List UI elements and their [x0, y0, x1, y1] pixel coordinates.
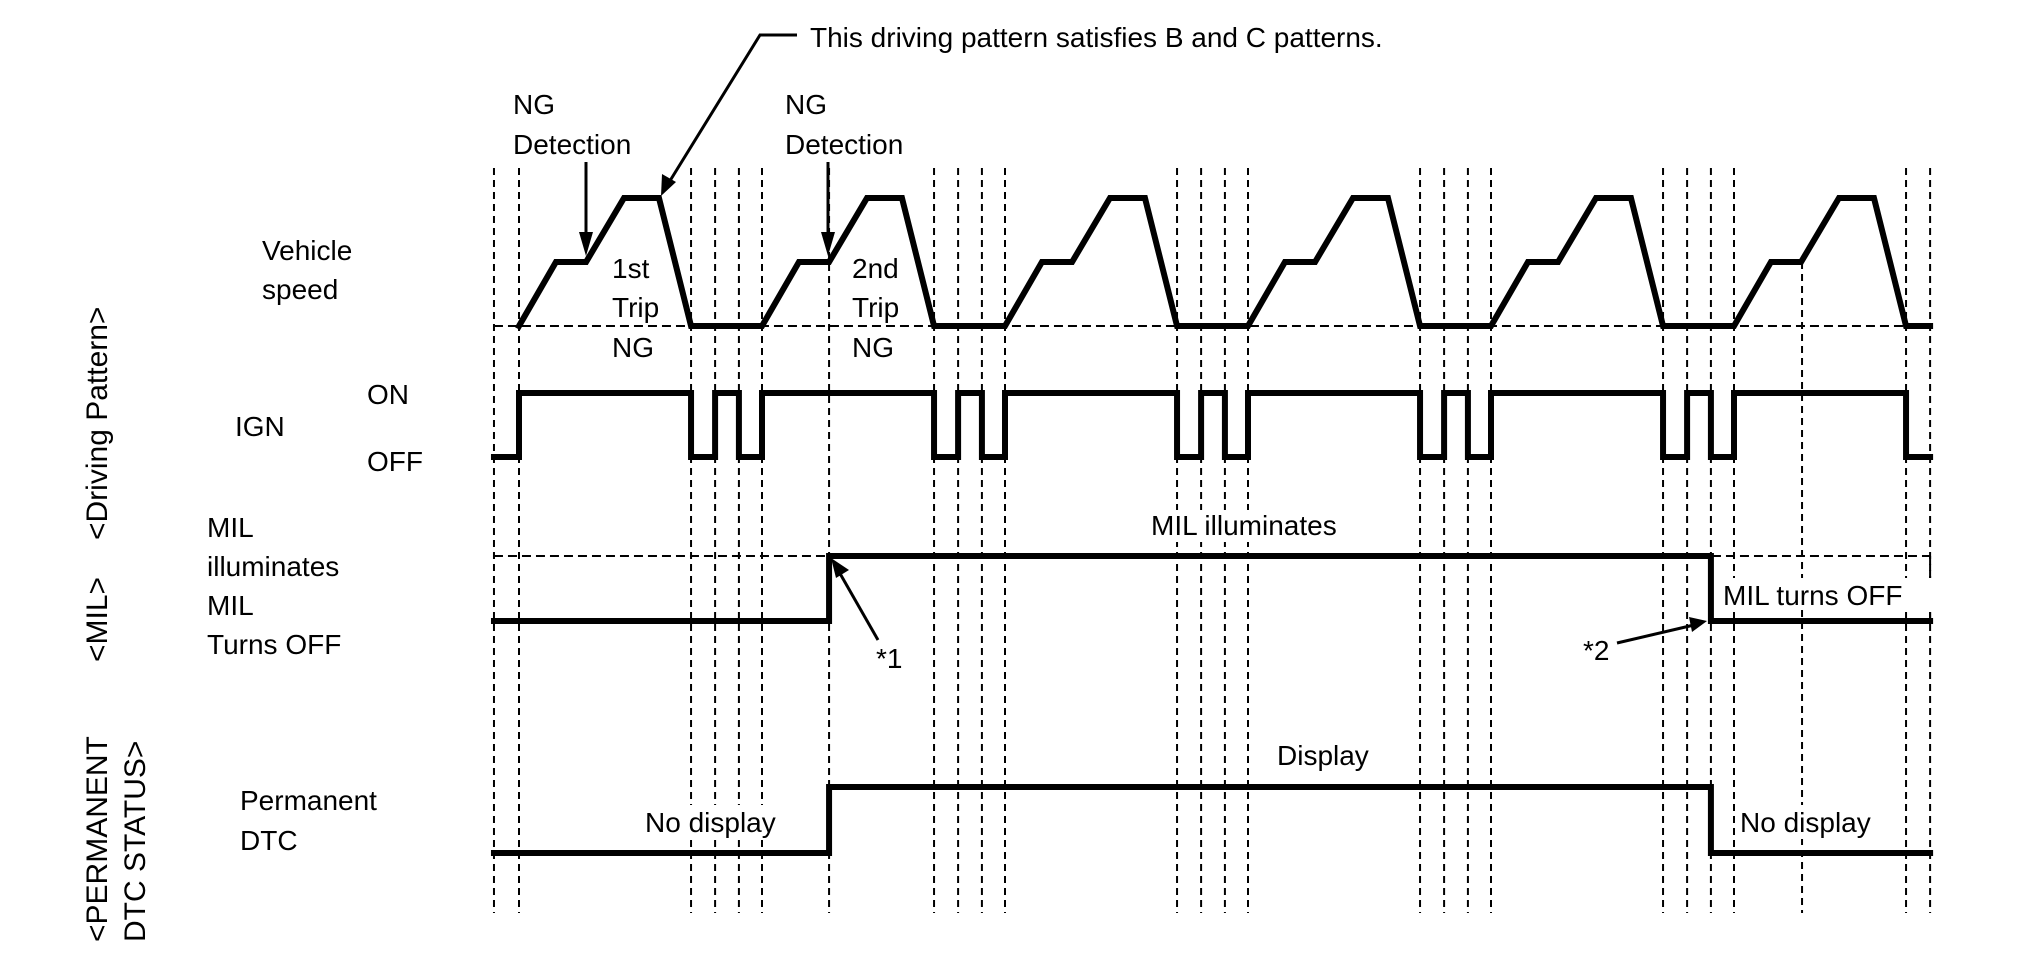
waveforms: [490, 195, 1934, 856]
note-1-arrow: [836, 569, 880, 641]
section-permanent-dtc-line1: <PERMANENT: [81, 736, 114, 942]
ign-label: IGN: [235, 411, 285, 442]
ng-detection-1: NG Detection: [513, 89, 631, 256]
ng-detection-2-line1: NG: [785, 89, 827, 120]
vehicle-speed-label-1: Vehicle: [262, 235, 352, 266]
section-driving-pattern: <Driving Pattern>: [81, 307, 114, 540]
ng-detection-1-arrowhead: [579, 232, 593, 256]
mil-off-label-2: Turns OFF: [207, 629, 341, 660]
note-1-arrowhead: [831, 558, 849, 578]
mil-waveform: [490, 553, 1934, 624]
dtc-display-label: Display: [1277, 740, 1369, 771]
note-1: *1: [831, 558, 902, 674]
ign-on-label: ON: [367, 379, 409, 410]
dtc-label-2: DTC: [240, 825, 298, 856]
time-gridlines: [492, 168, 1932, 913]
mil-illuminates-label: MIL illuminates: [1151, 510, 1337, 541]
annotation-leader-line: [666, 33, 797, 185]
mil-on-label-1: MIL: [207, 512, 254, 543]
vehicle-speed-waveform: [514, 195, 1934, 331]
mil-turns-off-label: MIL turns OFF: [1723, 580, 1902, 611]
ng-detection-1-line1: NG: [513, 89, 555, 120]
note-2-label: *2: [1583, 635, 1609, 666]
annotation-arrowhead: [661, 174, 676, 196]
note-1-label: *1: [876, 643, 902, 674]
note-2-arrow: [1616, 623, 1695, 645]
section-mil: <MIL>: [81, 577, 114, 662]
mil-on-label-2: illuminates: [207, 551, 339, 582]
trip-1-line2: Trip: [612, 292, 659, 323]
trip-1-line1: 1st: [612, 253, 650, 284]
dtc-no-display-before-label: No display: [645, 807, 776, 838]
section-permanent-dtc-line2: DTC STATUS>: [119, 741, 152, 942]
ng-detection-2-line2: Detection: [785, 129, 903, 160]
note-2: *2: [1583, 617, 1707, 666]
reference-baselines: [493, 325, 1932, 621]
annotation-text: This driving pattern satisfies B and C p…: [810, 22, 1383, 53]
trip-2-line3: NG: [852, 332, 894, 363]
mil-turns-off-bg: [1718, 578, 1948, 610]
trip-label-1: 1st Trip NG: [612, 253, 659, 363]
dtc-label-1: Permanent: [240, 785, 377, 816]
trip-2-line1: 2nd: [852, 253, 899, 284]
dtc-no-display-before-bg: [640, 805, 810, 839]
pattern-annotation: This driving pattern satisfies B and C p…: [661, 22, 1383, 196]
dtc-no-display-after-label: No display: [1740, 807, 1871, 838]
trip-label-2: 2nd Trip NG: [852, 253, 899, 363]
trip-2-line2: Trip: [852, 292, 899, 323]
dtc-no-display-after-bg: [1735, 805, 1905, 839]
note-2-arrowhead: [1689, 617, 1707, 632]
permanent-dtc-waveform: [490, 784, 1934, 856]
trip-1-line3: NG: [612, 332, 654, 363]
mil-off-label-1: MIL: [207, 590, 254, 621]
vehicle-speed-label-2: speed: [262, 274, 338, 305]
ign-waveform: [490, 390, 1934, 460]
ng-detection-1-line2: Detection: [513, 129, 631, 160]
ng-detection-2: NG Detection: [785, 89, 903, 256]
dtc-display-bg: [1272, 740, 1392, 774]
ng-detection-2-arrowhead: [821, 232, 835, 256]
ign-off-label: OFF: [367, 446, 423, 477]
mil-illuminates-bg: [1146, 510, 1386, 542]
